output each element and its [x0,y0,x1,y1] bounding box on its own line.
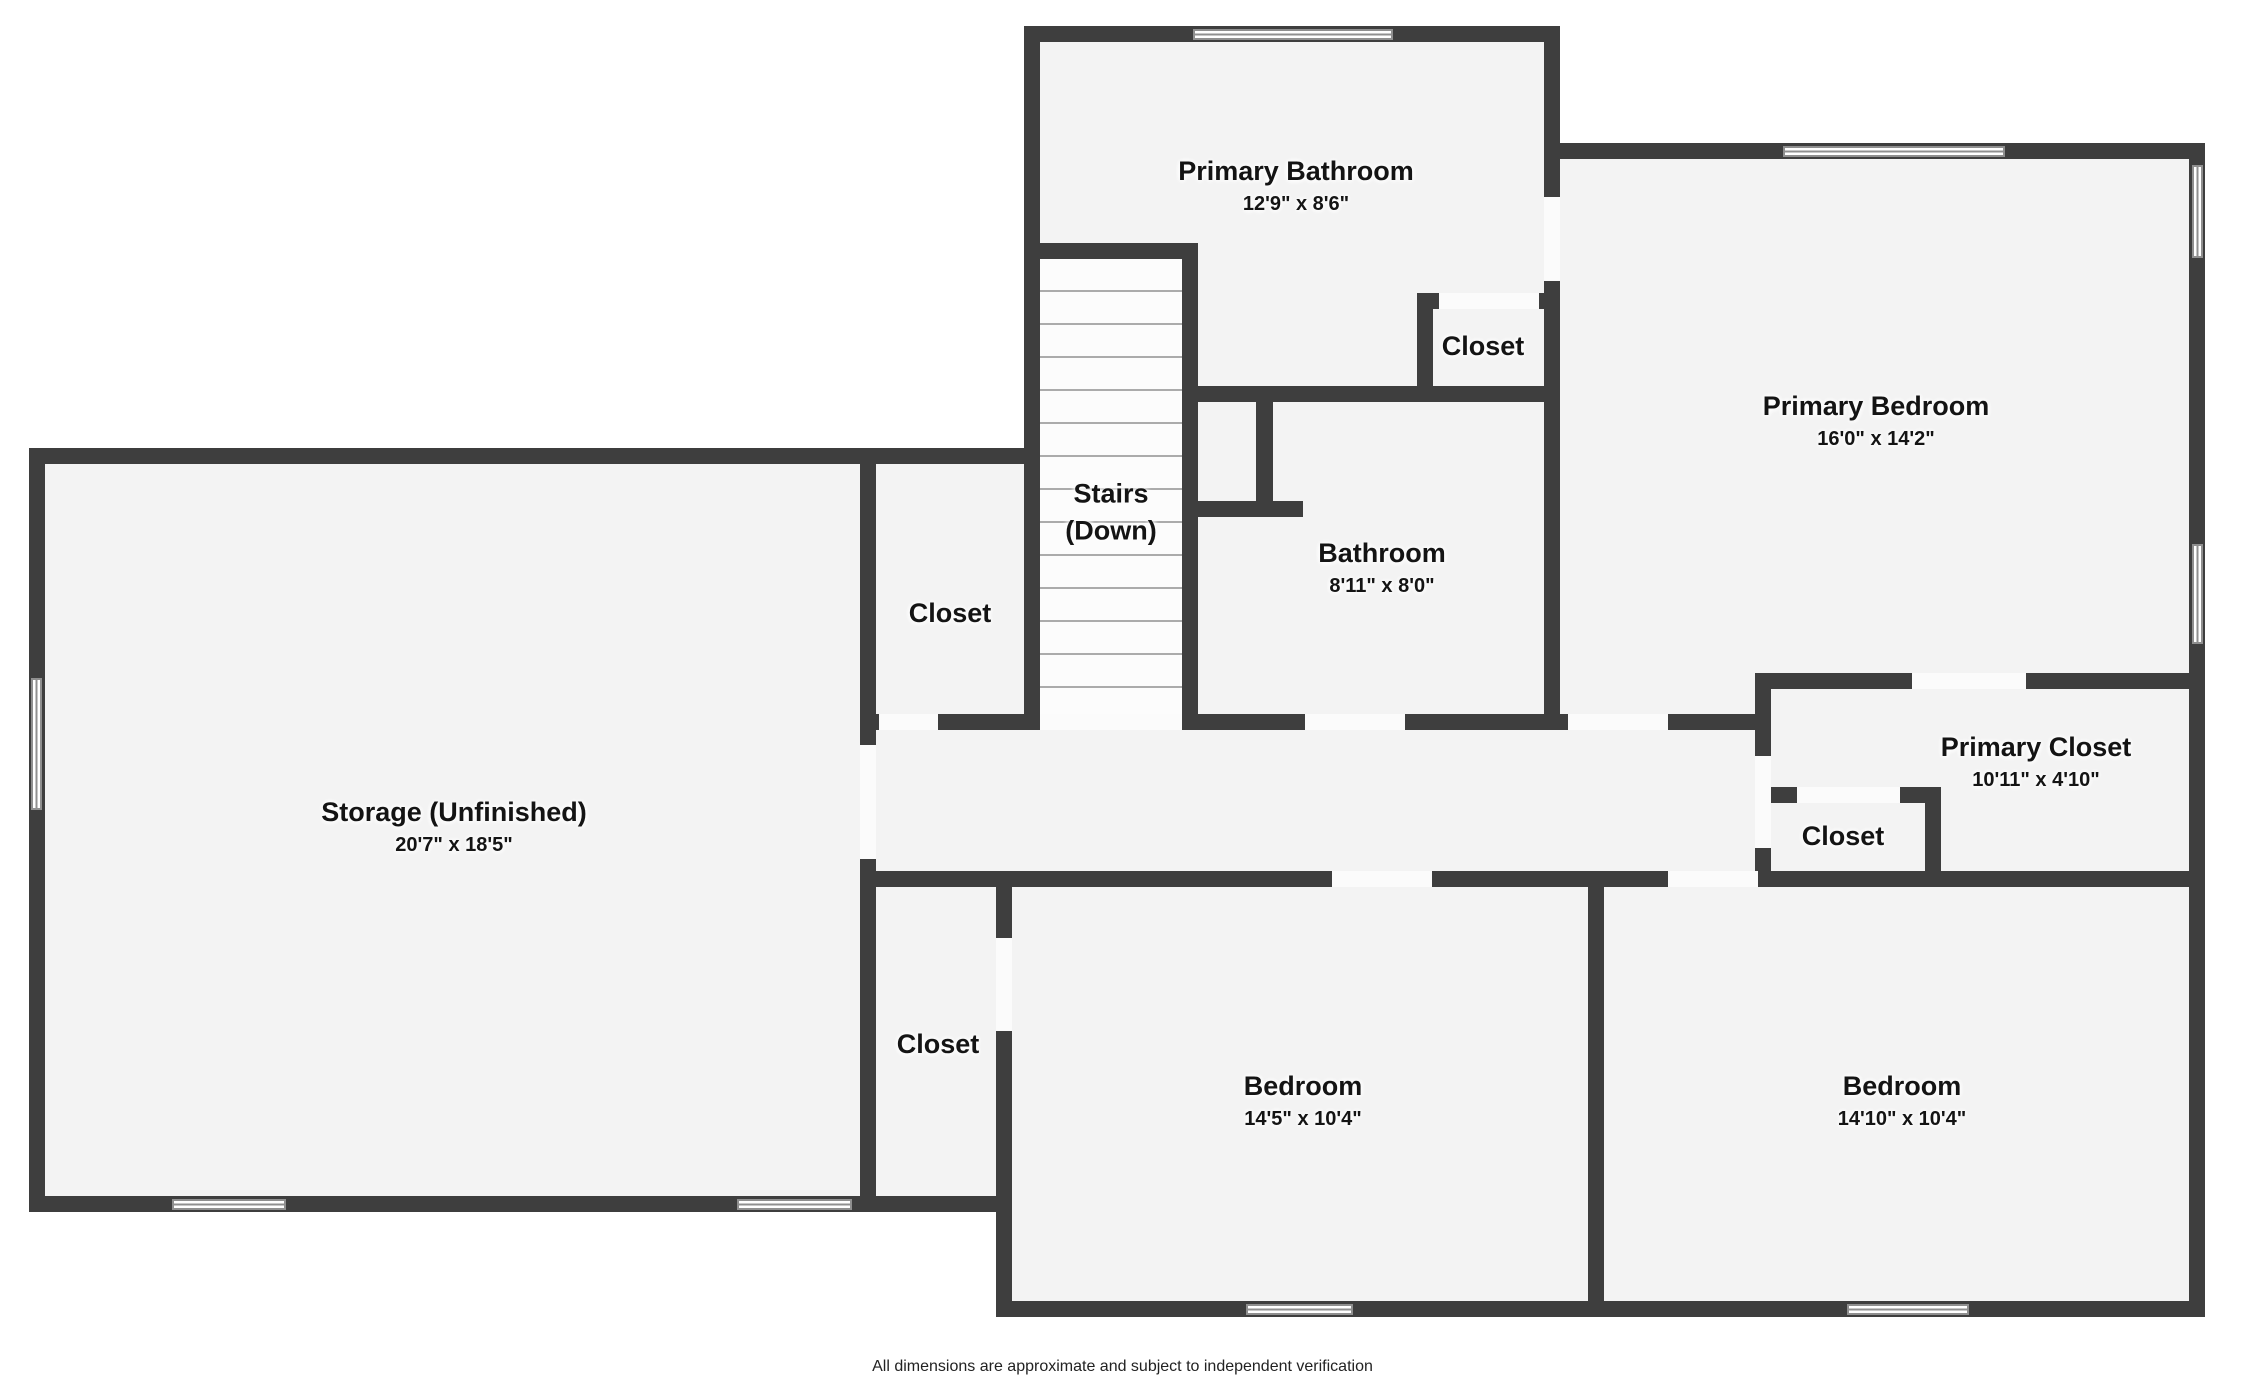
wall-segment [1256,397,1273,511]
window [1783,146,2005,157]
window [1193,29,1393,40]
floor-area [29,448,876,1212]
room-label-closet-bottom: Closet [897,1028,980,1062]
window [31,678,42,810]
room-name: Closet [1441,331,1525,362]
door-opening [1040,714,1182,730]
door-opening [1332,871,1432,887]
wall-segment [29,448,45,1212]
room-label-closet-small: Closet [1802,820,1885,854]
wall-segment [1417,293,1433,402]
room-label-stairs: Stairs (Down) [1065,478,1156,549]
window [2192,165,2203,258]
room-label-primary-closet: Primary Closet 10'11" x 4'10" [1941,731,2132,793]
wall-segment [1182,386,1560,402]
floor-area [1182,386,1560,730]
room-name: Bathroom [1318,538,1446,569]
room-name: Primary Closet [1940,732,2132,763]
room-dims: 16'0" x 14'2" [1817,427,1935,450]
room-label-closet-top: Closet [1442,330,1525,364]
room-dims: 14'5" x 10'4" [1244,1107,1362,1130]
door-opening [1568,714,1668,730]
room-sub: (Down) [1065,515,1157,546]
door-opening [879,714,938,730]
wall-segment [1925,787,1941,887]
window [1847,1304,1969,1315]
room-name: Closet [908,598,992,629]
stairs-treads [1040,259,1182,714]
door-opening [1797,787,1900,803]
floor-area [1755,673,2205,887]
room-name: Closet [1801,821,1885,852]
room-label-closet-hall: Closet [909,597,992,631]
room-dims: 10'11" x 4'10" [1972,768,2100,791]
wall-segment [1544,26,1560,730]
room-name: Storage (Unfinished) [321,797,587,828]
wall-segment [876,1196,1012,1212]
wall-segment [1024,26,1040,259]
room-dims: 20'7" x 18'5" [395,833,513,856]
room-name: Stairs [1073,478,1149,509]
wall-segment [860,448,1040,464]
floor-area [1588,871,2205,1317]
window [737,1199,852,1210]
room-dims: 8'11" x 8'0" [1329,574,1435,597]
door-opening [860,745,876,859]
door-opening [1305,714,1405,730]
floor-area [860,714,1771,887]
room-name: Primary Bathroom [1178,156,1414,187]
floor-area [860,871,1012,1212]
wall-segment [1588,871,1604,1317]
wall-segment [2189,143,2205,1317]
room-label-bedroom-center: Bedroom 14'5" x 10'4" [1244,1070,1363,1132]
room-label-bathroom: Bathroom 8'11" x 8'0" [1318,537,1446,599]
wall-segment [1182,243,1198,730]
door-opening [1544,197,1560,281]
window [2192,544,2203,644]
room-label-primary-bathroom: Primary Bathroom 12'9" x 8'6" [1178,155,1414,217]
window [172,1199,286,1210]
room-name: Closet [896,1029,980,1060]
floor-area [860,448,1040,730]
wall-segment [29,448,876,464]
room-name: Bedroom [1842,1071,1962,1102]
door-opening [996,938,1012,1031]
door-opening [1755,756,1771,848]
disclaimer-text: All dimensions are approximate and subje… [872,1358,1373,1375]
room-label-primary-bedroom: Primary Bedroom 16'0" x 14'2" [1763,390,1990,452]
window [1246,1304,1353,1315]
door-opening [1912,673,2026,689]
wall-segment [1198,501,1303,517]
room-label-storage: Storage (Unfinished) 20'7" x 18'5" [321,796,587,858]
room-label-bedroom-right: Bedroom 14'10" x 10'4" [1838,1070,1967,1132]
wall-segment [1024,243,1198,259]
door-opening [1668,871,1758,887]
wall-segment [1024,243,1040,730]
door-opening [1439,293,1539,309]
wall-segment [860,871,2205,887]
floor-area [996,871,1604,1317]
room-name: Bedroom [1243,1071,1363,1102]
room-dims: 12'9" x 8'6" [1242,192,1350,215]
room-dims: 14'10" x 10'4" [1837,1107,1967,1130]
floor-area [1544,143,2205,689]
room-name: Primary Bedroom [1762,391,1990,422]
